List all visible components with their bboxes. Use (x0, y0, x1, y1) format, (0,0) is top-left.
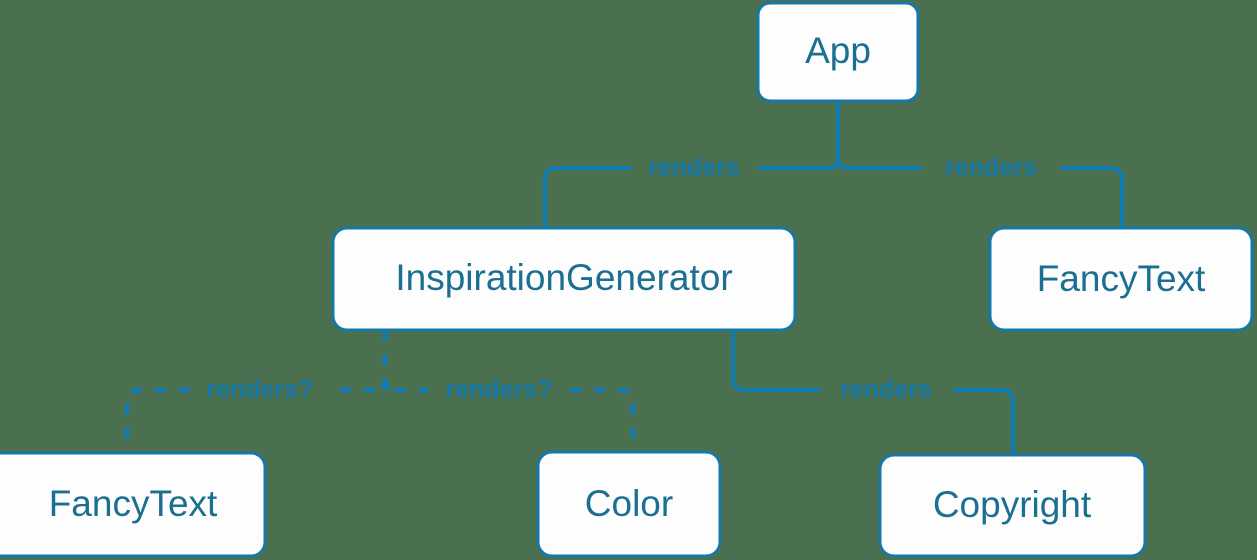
edge-label-inspirationgenerator-to-color: renders? (446, 376, 553, 404)
node-color-box[interactable] (536, 450, 722, 558)
edge-app-trunk-left (826, 156, 840, 170)
node-app-box[interactable] (756, 1, 920, 103)
node-copyright-label: Copyright (933, 484, 1092, 525)
edge-label-inspirationgenerator-to-copyright: renders (840, 376, 932, 404)
node-inspirationgenerator-box[interactable] (331, 226, 797, 332)
node-fancytext-top-box[interactable] (988, 226, 1254, 332)
edge-label-app-to-inspirationgenerator: renders (648, 154, 740, 182)
node-inspirationgenerator-label: InspirationGenerator (395, 257, 732, 298)
edge-label-inspirationgenerator-to-fancytext: renders? (207, 376, 314, 404)
node-color-label: Color (585, 483, 673, 524)
edge-inspirationgenerator-to-fancytext-bottom (124, 387, 375, 453)
edge-inspirationgenerator-dashed-trunk-right (382, 379, 396, 393)
node-fancytext-top-label: FancyText (1037, 258, 1206, 299)
node-app[interactable]: App (756, 1, 920, 103)
edge-label-app-to-fancytext: renders (945, 154, 1037, 182)
node-fancytext-top[interactable]: FancyText (988, 226, 1254, 332)
node-copyright[interactable]: Copyright (878, 453, 1147, 558)
node-copyright-box[interactable] (878, 453, 1147, 558)
node-fancytext-bottom[interactable]: FancyText (0, 451, 267, 558)
edge-inspirationgenerator-to-color (395, 387, 636, 452)
node-app-label: App (805, 30, 871, 71)
edge-app-to-inspirationgenerator (543, 166, 830, 230)
node-fancytext-bottom-box[interactable] (0, 451, 267, 558)
node-inspirationgenerator[interactable]: InspirationGenerator (331, 226, 797, 332)
edge-inspirationgenerator-to-copyright (731, 328, 1015, 457)
node-fancytext-bottom-label: FancyText (49, 483, 218, 524)
node-color[interactable]: Color (536, 450, 722, 558)
edge-app-to-fancytext-top (846, 166, 1124, 230)
